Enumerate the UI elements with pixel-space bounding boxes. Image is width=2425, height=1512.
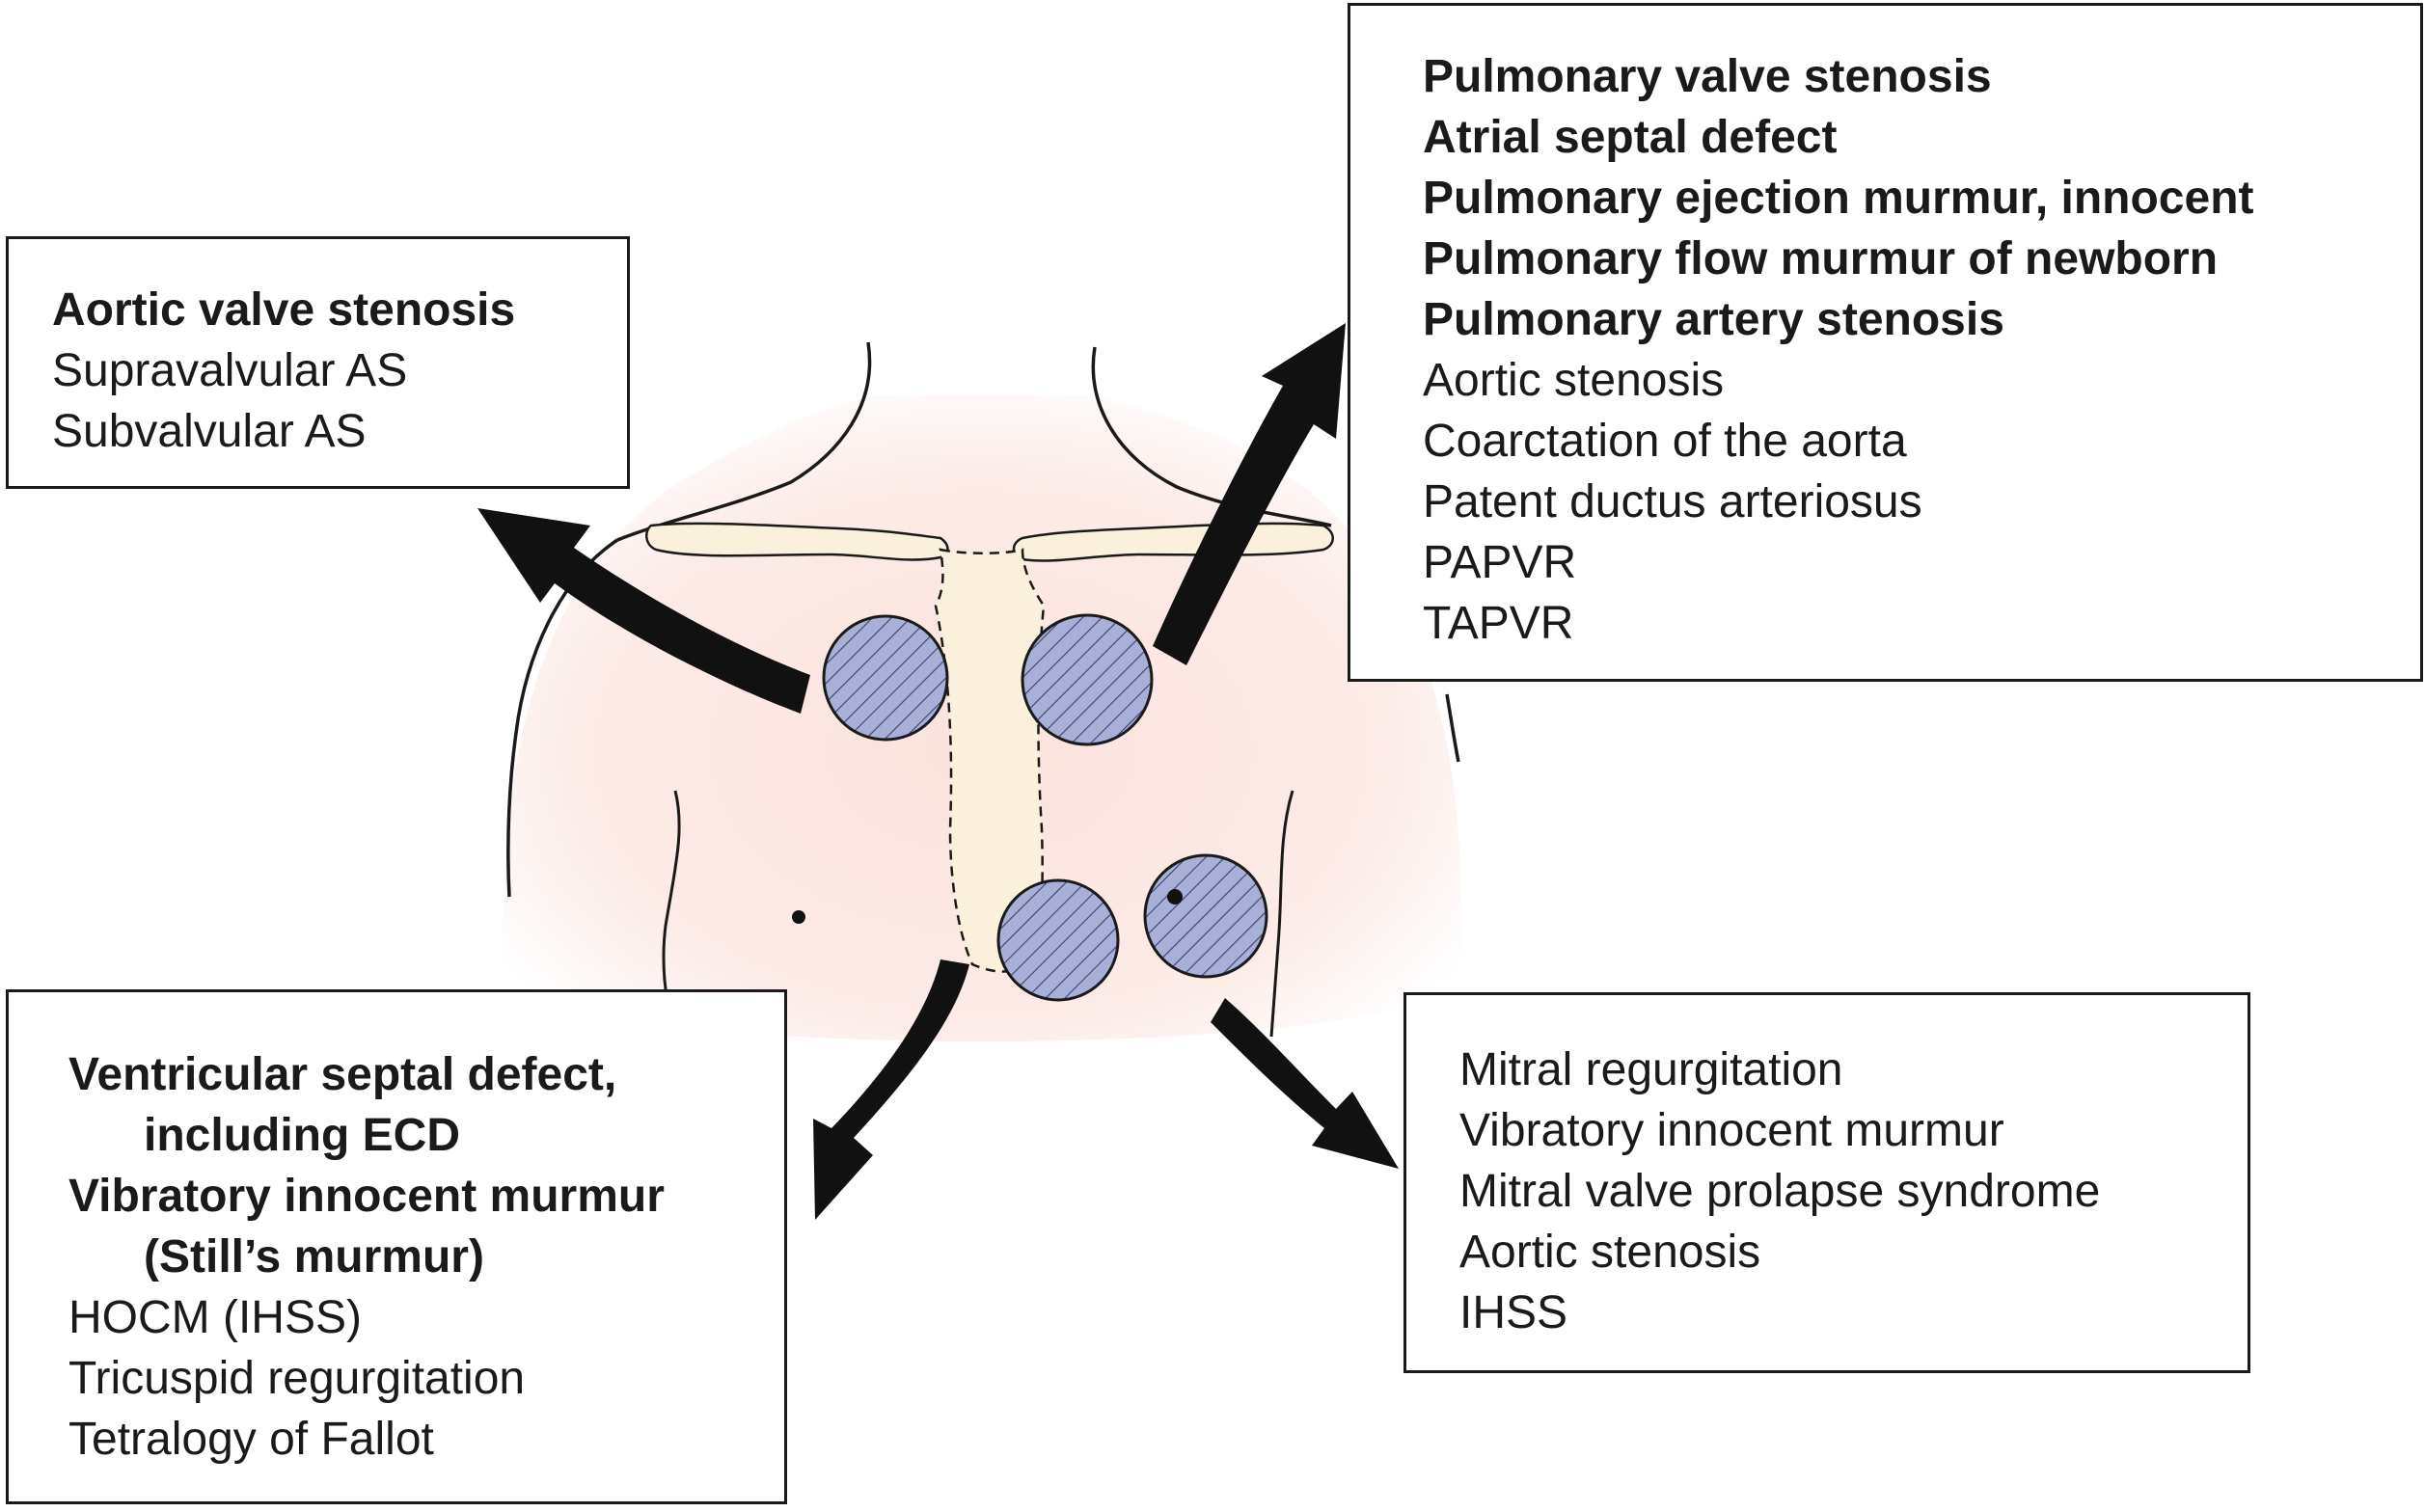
box-line: Aortic valve stenosis	[52, 284, 516, 336]
box-line: Tetralogy of Fallot	[68, 1414, 434, 1465]
box-line: Pulmonary valve stenosis	[1423, 51, 1992, 102]
box-line: IHSS	[1459, 1287, 1568, 1338]
arrow-tricuspid	[813, 959, 969, 1220]
mitral-area-box: Mitral regurgitation Vibratory innocent …	[1403, 992, 2250, 1373]
mitral-area	[1143, 853, 1268, 979]
box-line: Pulmonary artery stenosis	[1423, 294, 2004, 345]
right-axilla-outline	[1269, 790, 1294, 1038]
box-line: PAPVR	[1423, 537, 1577, 588]
box-line: Pulmonary flow murmur of newborn	[1423, 233, 2219, 284]
aortic-area-box: Aortic valve stenosis Supravalvular AS S…	[6, 236, 630, 489]
box-line: Vibratory innocent murmur	[1459, 1105, 2004, 1156]
arrow-aortic	[477, 508, 810, 714]
box-line: Aortic stenosis	[1423, 355, 1725, 406]
pulmonic-area	[1021, 613, 1154, 746]
box-line: including ECD	[144, 1110, 460, 1161]
box-line: Mitral valve prolapse syndrome	[1459, 1166, 2101, 1217]
right-nipple	[792, 910, 805, 924]
neck-left-outline	[616, 341, 872, 542]
sternum	[934, 548, 1046, 973]
box-line: Atrial septal defect	[1423, 112, 1838, 163]
box-line: Subvalvular AS	[52, 406, 367, 457]
box-line: Mitral regurgitation	[1459, 1044, 1843, 1095]
tricuspid-area	[996, 878, 1120, 1002]
box-line: Supravalvular AS	[52, 345, 408, 396]
box-line: Pulmonary ejection murmur, innocent	[1423, 173, 2254, 224]
arrow-mitral	[1211, 998, 1399, 1169]
box-line: Aortic stenosis	[1459, 1227, 1761, 1278]
box-line: Patent ductus arteriosus	[1423, 476, 1922, 527]
left-clavicle	[645, 522, 949, 561]
box-line: TAPVR	[1423, 598, 1574, 649]
box-line: (Still’s murmur)	[144, 1231, 484, 1282]
box-line: HOCM (IHSS)	[68, 1292, 362, 1343]
left-nipple	[1167, 889, 1183, 904]
right-arm-outline	[1445, 693, 1460, 763]
box-line: Vibratory innocent murmur	[68, 1171, 665, 1222]
aortic-area	[822, 614, 949, 742]
box-line: Coarctation of the aorta	[1423, 416, 1907, 467]
box-line: Tricuspid regurgitation	[68, 1353, 526, 1404]
arrow-pulmonic	[1153, 323, 1346, 665]
tricuspid-area-box: Ventricular septal defect, including ECD…	[6, 989, 787, 1504]
pulmonic-area-box: Pulmonary valve stenosis Atrial septal d…	[1348, 3, 2423, 682]
box-line: Ventricular septal defect,	[68, 1049, 617, 1100]
neck-right-outline	[1091, 346, 1332, 527]
